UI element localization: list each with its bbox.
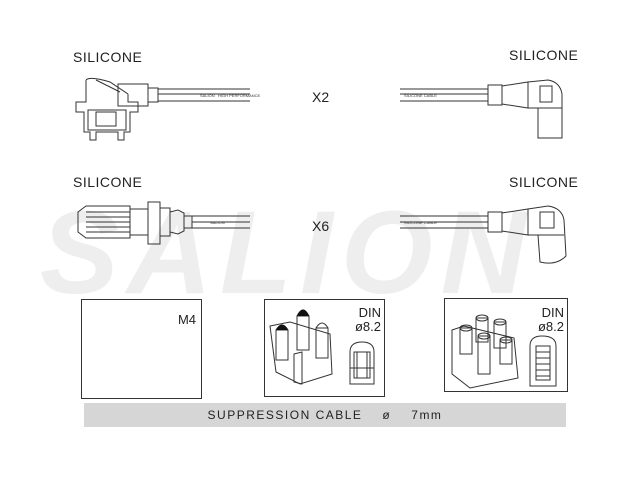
row1-cable-print-left: SALION (200, 93, 215, 98)
row2-right-cable (400, 215, 488, 229)
din-label: DIN (358, 305, 381, 320)
din-terminal-large-icon (529, 335, 557, 387)
row1-left-cable (158, 88, 250, 102)
din-label: DIN (541, 305, 564, 320)
din-terminal-icon (349, 341, 375, 385)
terminal-cap-icon (297, 309, 309, 316)
row1-right-cable (400, 88, 488, 102)
row1-right-plug-boot (487, 79, 563, 139)
suppression-cable-banner: SUPPRESSION CABLE ø 7mm (84, 403, 566, 427)
row1-quantity-label: X2 (312, 89, 330, 105)
diameter-symbol: ø (382, 408, 392, 422)
row1-cable-print-right: SILICONE CABLE (404, 93, 437, 98)
row2-right-plug-boot (487, 205, 567, 264)
spark-plug-box: M4 (81, 299, 202, 399)
row2-left-material-label: SILICONE (73, 174, 143, 190)
din-diameter-label: ø8.2 (354, 319, 381, 334)
distributor-din-large-box: DIN ø8.2 (444, 298, 568, 392)
row2-cable-print-right: SILICONE CABLE (404, 220, 437, 225)
distributor-cap-large-icon (451, 314, 519, 389)
terminal-cap-icon (276, 324, 288, 330)
row1-cable-print-left-2: HIGH PERFORMANCE (218, 93, 261, 98)
row1-left-material-label: SILICONE (73, 49, 143, 65)
row2-cable-print-left: SALION (210, 220, 225, 225)
spark-plug-thread-label: M4 (177, 312, 196, 327)
row2-left-cable (192, 215, 250, 229)
row1-left-coil-boot (75, 77, 159, 141)
row1-right-material-label: SILICONE (509, 47, 579, 63)
row2-quantity-label: X6 (312, 218, 330, 234)
distributor-din-box: DIN ø8.2 (264, 299, 385, 397)
salion-watermark-logo: SALION (40, 187, 534, 319)
suppression-cable-label: SUPPRESSION CABLE (207, 408, 363, 422)
row2-right-material-label: SILICONE (509, 174, 579, 190)
row2-left-coil-boot (77, 201, 193, 245)
din-diameter-label: ø8.2 (537, 319, 564, 334)
cable-size-value: 7mm (411, 408, 443, 422)
distributor-cap-icon (269, 309, 333, 385)
